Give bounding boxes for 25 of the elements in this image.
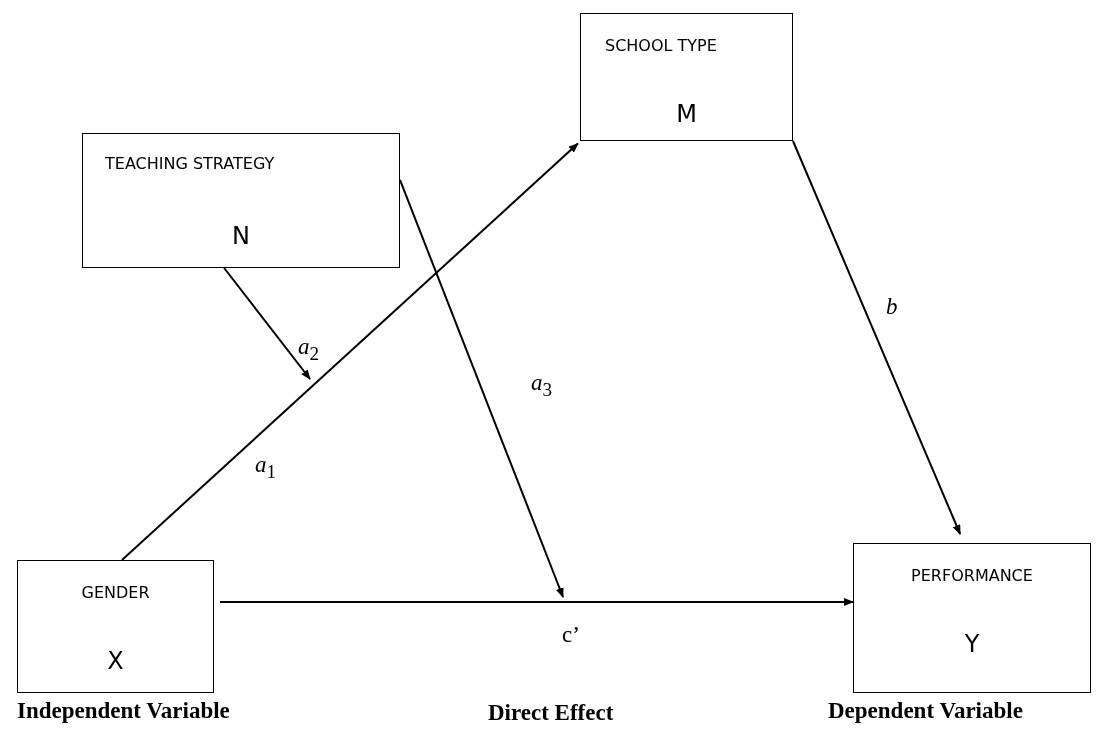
variable-box: [853, 543, 1091, 693]
variable-name: GENDER: [80, 583, 151, 602]
path-coefficient-label: a$_{1}$: [255, 452, 277, 483]
variable-name: TEACHING STRATEGY: [105, 154, 275, 173]
arrow: [223, 267, 311, 380]
variable-symbol: Y: [963, 630, 981, 658]
path-coefficient-label: c’: [562, 622, 580, 648]
path-coefficient-label: a$_{3}$: [531, 370, 553, 401]
variable-box: [82, 133, 400, 268]
variable-box: [17, 560, 214, 693]
variable-box: [580, 13, 793, 141]
arrow: [218, 597, 854, 606]
path-coefficient-label: a$_{2}$: [298, 334, 320, 365]
variable-role-label: Independent Variable: [17, 698, 230, 724]
path-coefficient-label: b: [886, 294, 898, 320]
variable-symbol: X: [106, 647, 125, 675]
arrow: [792, 140, 962, 535]
variable-name: SCHOOL TYPE: [605, 36, 717, 55]
variable-symbol: N: [231, 222, 251, 250]
arrow: [399, 179, 564, 598]
variable-name: PERFORMANCE: [910, 566, 1034, 585]
variable-symbol: M: [675, 100, 698, 128]
effect-label: Direct Effect: [488, 700, 614, 726]
variable-role-label: Dependent Variable: [828, 698, 1023, 724]
arrow: [121, 142, 579, 561]
